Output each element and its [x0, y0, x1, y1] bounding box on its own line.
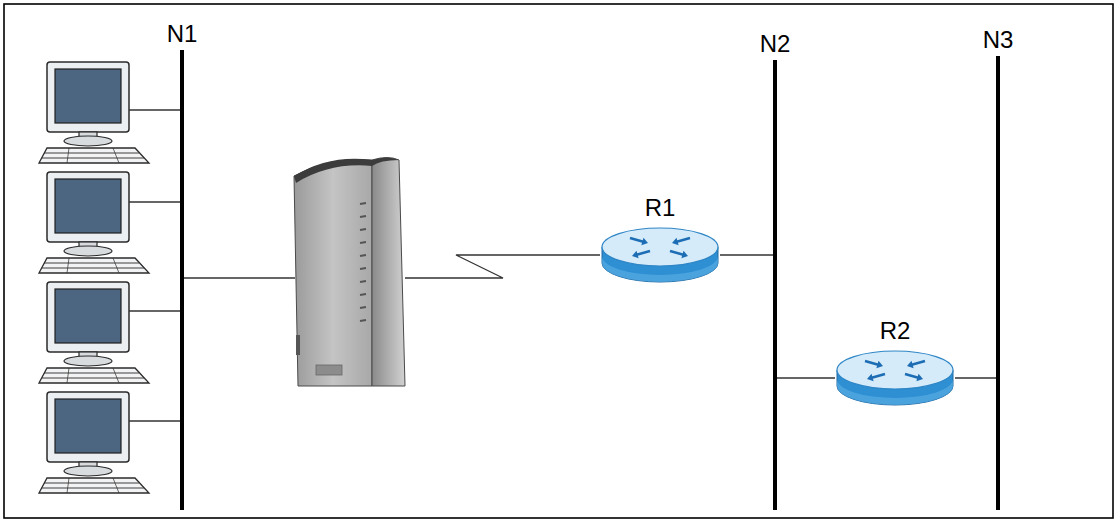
- network-link: [720, 254, 773, 255]
- network-link: [777, 377, 835, 378]
- lan-link: [182, 277, 295, 278]
- computer-icon: [39, 282, 149, 383]
- frame-border: [4, 4, 1113, 518]
- network-segment: N1: [180, 50, 184, 510]
- router: R1: [600, 226, 720, 284]
- router-icon: [600, 226, 720, 284]
- computer-icon: [39, 172, 149, 273]
- network-link: [955, 377, 996, 378]
- device-links: [182, 255, 600, 278]
- router-icon: [835, 349, 955, 407]
- router: R2: [835, 349, 955, 407]
- computer-wire: [129, 109, 182, 110]
- computer-icon: [39, 62, 149, 163]
- computer-wire: [129, 201, 182, 202]
- network-segment: N3: [996, 56, 1000, 510]
- computer-wire: [129, 310, 182, 311]
- router-label: R1: [645, 194, 676, 222]
- gateway-device: [294, 158, 405, 387]
- computer-wires: [129, 110, 182, 421]
- segment-label: N3: [983, 26, 1014, 54]
- computer-icons: [39, 62, 149, 493]
- segment-label: N2: [760, 30, 791, 58]
- computer-icon: [39, 392, 149, 493]
- segment-label: N1: [167, 20, 198, 48]
- wan-serial-link: [405, 255, 600, 278]
- network-segment: N2: [773, 60, 777, 510]
- router-label: R2: [880, 317, 911, 345]
- computer-wire: [129, 420, 182, 421]
